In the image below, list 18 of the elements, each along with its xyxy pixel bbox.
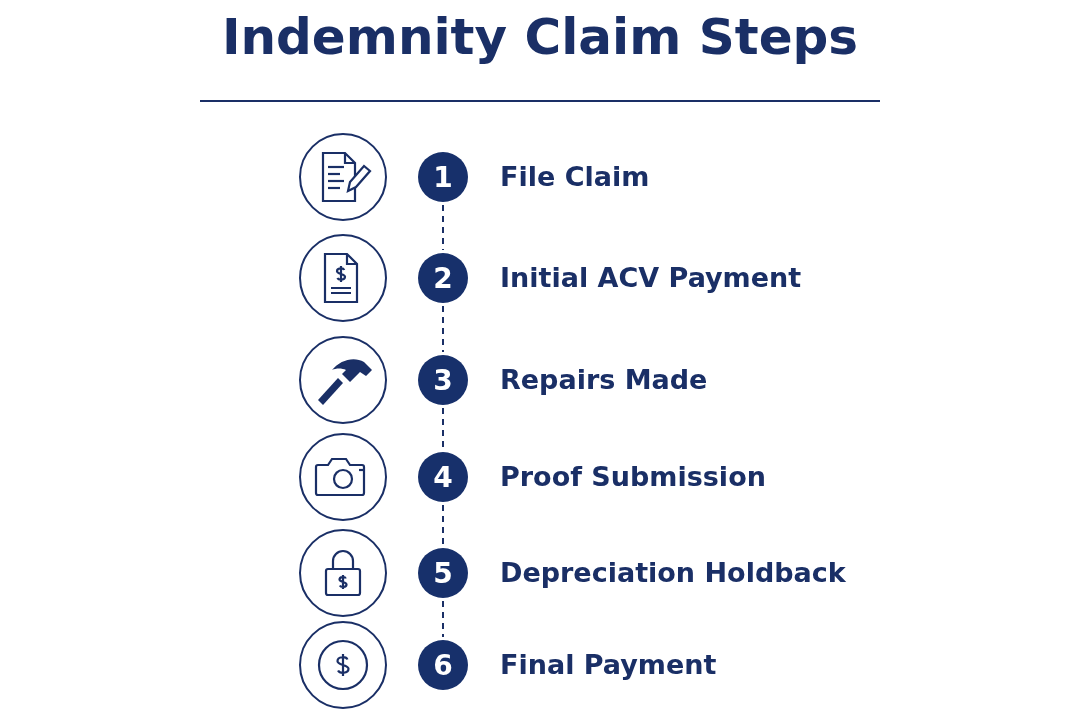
step-label: Final Payment bbox=[500, 648, 717, 682]
dashed-connector bbox=[442, 204, 444, 251]
step-number: 5 bbox=[418, 548, 468, 598]
step-label: Repairs Made bbox=[500, 363, 708, 397]
title: Indemnity Claim Steps bbox=[220, 8, 860, 66]
step-label: File Claim bbox=[500, 160, 650, 194]
step-number: 3 bbox=[418, 355, 468, 405]
dashed-connector bbox=[442, 600, 444, 638]
dashed-connector bbox=[442, 407, 444, 450]
step-number: 4 bbox=[418, 452, 468, 502]
dashed-connector bbox=[442, 504, 444, 546]
step-number: 6 bbox=[418, 640, 468, 690]
step-number: 1 bbox=[418, 152, 468, 202]
step-label: Depreciation Holdback bbox=[500, 556, 846, 590]
step-label: Proof Submission bbox=[500, 460, 766, 494]
dashed-connector bbox=[442, 305, 444, 353]
step-number: 2 bbox=[418, 253, 468, 303]
step-label: Initial ACV Payment bbox=[500, 261, 802, 295]
